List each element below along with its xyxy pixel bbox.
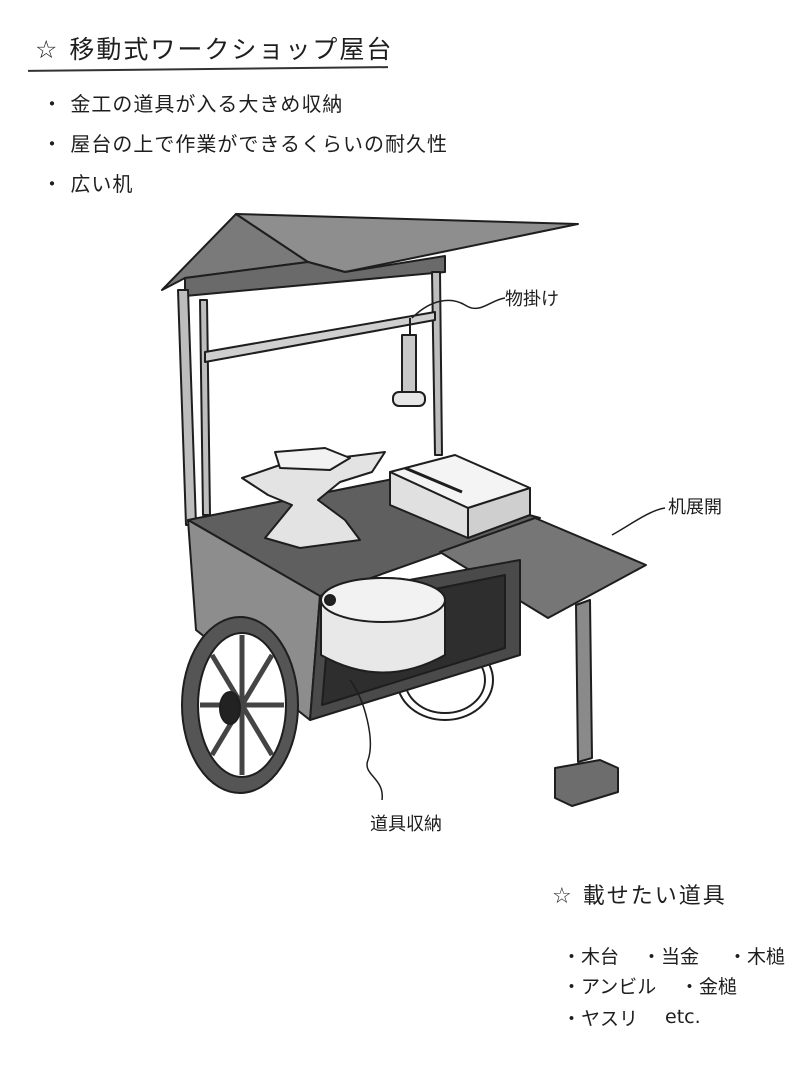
- label-tool-storage: 道具収納: [370, 814, 442, 835]
- roof: [161, 213, 579, 297]
- tool-item: ・木槌: [728, 946, 786, 968]
- tool-name: 金槌: [699, 976, 738, 998]
- tool-name: 木槌: [747, 946, 786, 968]
- desk-extension: [439, 517, 647, 807]
- tool-item: ・ヤスリ: [562, 1008, 639, 1030]
- star-icon: ☆: [35, 35, 60, 64]
- tools-etc: etc.: [665, 1006, 701, 1028]
- tool-item: ・木台: [562, 946, 620, 968]
- tool-name: 当金: [661, 946, 700, 968]
- requirement-item: ・ 広い机: [42, 172, 134, 196]
- front-wheel: [181, 616, 299, 794]
- tool-name: ヤスリ: [581, 1008, 639, 1030]
- tool-name: アンビル: [581, 976, 657, 998]
- anvil: [241, 447, 386, 549]
- leader-lines: [349, 297, 666, 801]
- requirement-text: 屋台の上で作業ができるくらいの耐久性: [70, 132, 448, 156]
- requirement-item: ・ 屋台の上で作業ができるくらいの耐久性: [42, 132, 448, 156]
- label-hanger: 物掛け: [505, 289, 559, 310]
- tools-title-text: 載せたい道具: [582, 884, 727, 909]
- label-desk-extension: 机展開: [668, 497, 722, 518]
- tool-item: ・アンビル: [562, 976, 657, 998]
- tool-item: ・金槌: [680, 976, 738, 998]
- requirement-text: 広い机: [70, 172, 134, 196]
- tools-title: ☆ 載せたい道具: [552, 878, 727, 910]
- title-text: 移動式ワークショップ屋台: [69, 35, 394, 64]
- hanging-hammer: [392, 318, 426, 407]
- star-icon: ☆: [552, 884, 574, 909]
- requirement-text: 金工の道具が入る大きめ収納: [70, 92, 344, 116]
- tool-name: 木台: [581, 946, 620, 968]
- requirement-item: ・ 金工の道具が入る大きめ収納: [42, 92, 344, 116]
- tool-item: ・当金: [642, 946, 700, 968]
- wood-block: [389, 454, 531, 539]
- sketch-title: ☆ 移動式ワークショップ屋台: [35, 30, 393, 66]
